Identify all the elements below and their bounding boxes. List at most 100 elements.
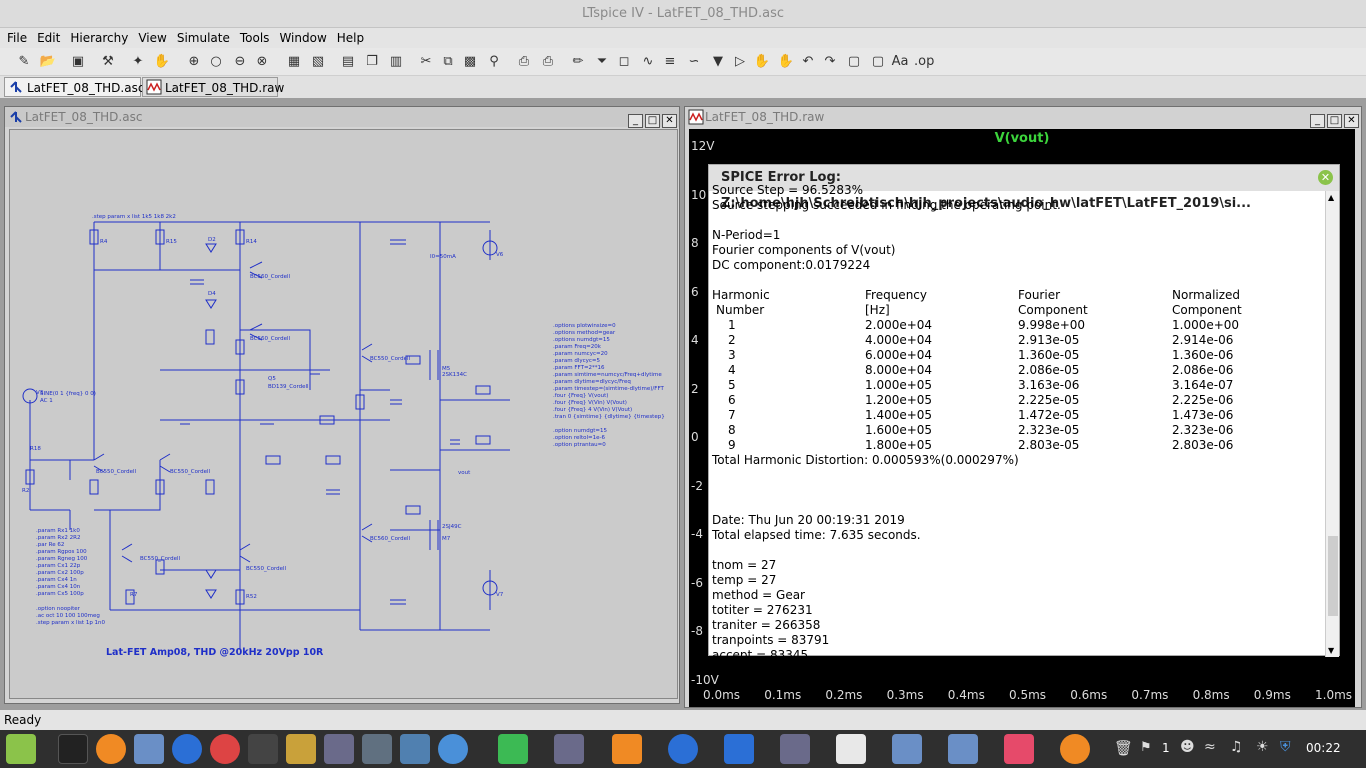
waveform-app-icon[interactable] [248, 734, 278, 764]
user-icon[interactable]: ☻ [1180, 739, 1195, 755]
window-app-icon-2[interactable] [554, 734, 584, 764]
window-title: LTspice IV - LatFET_08_THD.asc [0, 0, 1366, 28]
wifi-icon[interactable]: ≈ [1204, 739, 1216, 755]
error-log-text[interactable]: Source Step = 96.5283%Source stepping su… [709, 183, 1327, 662]
chrome-icon[interactable] [210, 734, 240, 764]
autorange-icon[interactable]: ▦ [287, 54, 301, 69]
text-icon[interactable]: Aa [891, 54, 909, 69]
window-app-icon[interactable] [324, 734, 354, 764]
move-icon[interactable]: ✋ [753, 54, 771, 69]
menu-view[interactable]: View [138, 31, 167, 45]
inductor-icon[interactable]: ∽ [688, 54, 700, 69]
new-schematic-icon[interactable]: ✎ [18, 54, 30, 69]
camera-icon[interactable] [400, 734, 430, 764]
paste-icon[interactable]: ▩ [463, 54, 477, 69]
maximize-button[interactable]: □ [1327, 114, 1342, 128]
tab-waveform[interactable]: LatFET_08_THD.raw [142, 77, 284, 97]
spice-directive-icon[interactable]: .op [914, 54, 935, 69]
menu-file[interactable]: File [7, 31, 28, 45]
scroll-down-icon[interactable]: ▼ [1328, 646, 1335, 655]
zoom-in-icon[interactable]: ⊕ [188, 54, 200, 69]
control-panel-icon[interactable]: ⚒ [102, 54, 114, 69]
zoom-out-icon[interactable]: ⊖ [234, 54, 246, 69]
firefox-icon-2[interactable] [1060, 734, 1090, 764]
trace-label[interactable]: V(vout) [994, 131, 1050, 146]
tile-v-icon[interactable]: ▥ [389, 54, 403, 69]
print-setup-icon[interactable]: ⎙ [518, 54, 530, 69]
copy-icon[interactable]: ⧉ [443, 54, 453, 69]
mirror-icon[interactable]: ▢ [871, 54, 885, 69]
shield-icon[interactable]: ⛨ [1280, 739, 1291, 755]
maximize-button[interactable]: □ [645, 114, 660, 128]
zoom-fit-icon[interactable]: ⊗ [256, 54, 268, 69]
menu-help[interactable]: Help [336, 31, 365, 45]
cascade-icon[interactable]: ❐ [366, 54, 378, 69]
resistor-icon[interactable]: ∿ [642, 54, 654, 69]
menu-simulate[interactable]: Simulate [176, 31, 230, 45]
tab-schematic[interactable]: LatFET_08_THD.asc [4, 77, 144, 97]
waveform-window-titlebar[interactable]: LatFET_08_THD.raw _□✕ [685, 107, 1361, 128]
open-icon[interactable]: 📂 [39, 54, 57, 69]
bluetooth-icon-2[interactable] [668, 734, 698, 764]
menu-hierarchy[interactable]: Hierarchy [70, 31, 129, 45]
workspace-count[interactable]: 1 [1162, 741, 1170, 755]
tile-h-icon[interactable]: ▤ [341, 54, 355, 69]
spreadsheet-icon[interactable] [498, 734, 528, 764]
disk-icon[interactable] [438, 734, 468, 764]
error-log-scrollbar[interactable]: ▲ ▼ [1325, 191, 1339, 657]
undo-icon[interactable]: ↶ [802, 54, 814, 69]
run-icon[interactable]: ✦ [132, 54, 144, 69]
save-icon[interactable]: ▣ [71, 54, 85, 69]
media-player-icon[interactable] [612, 734, 642, 764]
trash-icon[interactable]: 🗑 [1114, 739, 1134, 757]
diode-icon[interactable]: ▼ [713, 54, 723, 69]
find-icon[interactable]: ⚲ [489, 54, 499, 69]
brightness-icon[interactable]: ☀ [1256, 739, 1269, 755]
scroll-up-icon[interactable]: ▲ [1328, 193, 1335, 202]
error-log-titlebar[interactable]: SPICE Error Log: Z:\home\hjh\Schreibtisc… [709, 165, 1339, 211]
ltspice-icon[interactable] [286, 734, 316, 764]
bluetooth-icon[interactable] [172, 734, 202, 764]
clock[interactable]: 00:22 [1306, 741, 1341, 755]
label-net-icon[interactable]: ◻ [618, 54, 630, 69]
print-icon[interactable]: ⎙ [542, 54, 554, 69]
close-icon[interactable]: ✕ [1318, 170, 1333, 185]
menu-edit[interactable]: Edit [37, 31, 61, 45]
document-icon[interactable] [724, 734, 754, 764]
drag-icon[interactable]: ✋ [777, 54, 795, 69]
mail-icon-2[interactable] [892, 734, 922, 764]
grid-icon[interactable]: ▧ [311, 54, 325, 69]
terminal-icon[interactable] [58, 734, 88, 764]
component-icon[interactable]: ▷ [735, 54, 745, 69]
settings-icon[interactable] [836, 734, 866, 764]
rotate-icon[interactable]: ▢ [847, 54, 861, 69]
mint-menu-icon[interactable] [6, 734, 36, 764]
wire-icon[interactable]: ✏ [572, 54, 584, 69]
halt-icon[interactable]: ✋ [153, 54, 171, 69]
cut-icon[interactable]: ✂ [420, 54, 432, 69]
redo-icon[interactable]: ↷ [824, 54, 836, 69]
workspace-icon[interactable]: ⚑ [1140, 740, 1152, 755]
capacitor-icon[interactable]: ≡ [664, 54, 676, 69]
minimize-button[interactable]: _ [628, 114, 643, 128]
firefox-icon[interactable] [96, 734, 126, 764]
directive-line: .param Rx2 2R2 [36, 535, 81, 541]
pan-icon[interactable]: ○ [210, 54, 222, 69]
ground-icon[interactable]: ⏷ [596, 54, 608, 69]
schematic-window-titlebar[interactable]: LatFET_08_THD.asc _□✕ [5, 107, 679, 128]
sound-icon[interactable]: ♫ [1230, 739, 1243, 755]
menu-tools[interactable]: Tools [239, 31, 270, 45]
close-button[interactable]: ✕ [662, 114, 677, 128]
mail-icon-3[interactable] [948, 734, 978, 764]
menu-window[interactable]: Window [279, 31, 327, 45]
photos-icon[interactable] [1004, 734, 1034, 764]
scroll-thumb[interactable] [1328, 536, 1338, 616]
minimize-button[interactable]: _ [1310, 114, 1325, 128]
window-app-icon-3[interactable] [780, 734, 810, 764]
drive-icon[interactable] [362, 734, 392, 764]
waveform-icon [146, 79, 162, 95]
fourier-header-cell: Normalized [1172, 288, 1241, 302]
close-button[interactable]: ✕ [1344, 114, 1359, 128]
mail-icon[interactable] [134, 734, 164, 764]
